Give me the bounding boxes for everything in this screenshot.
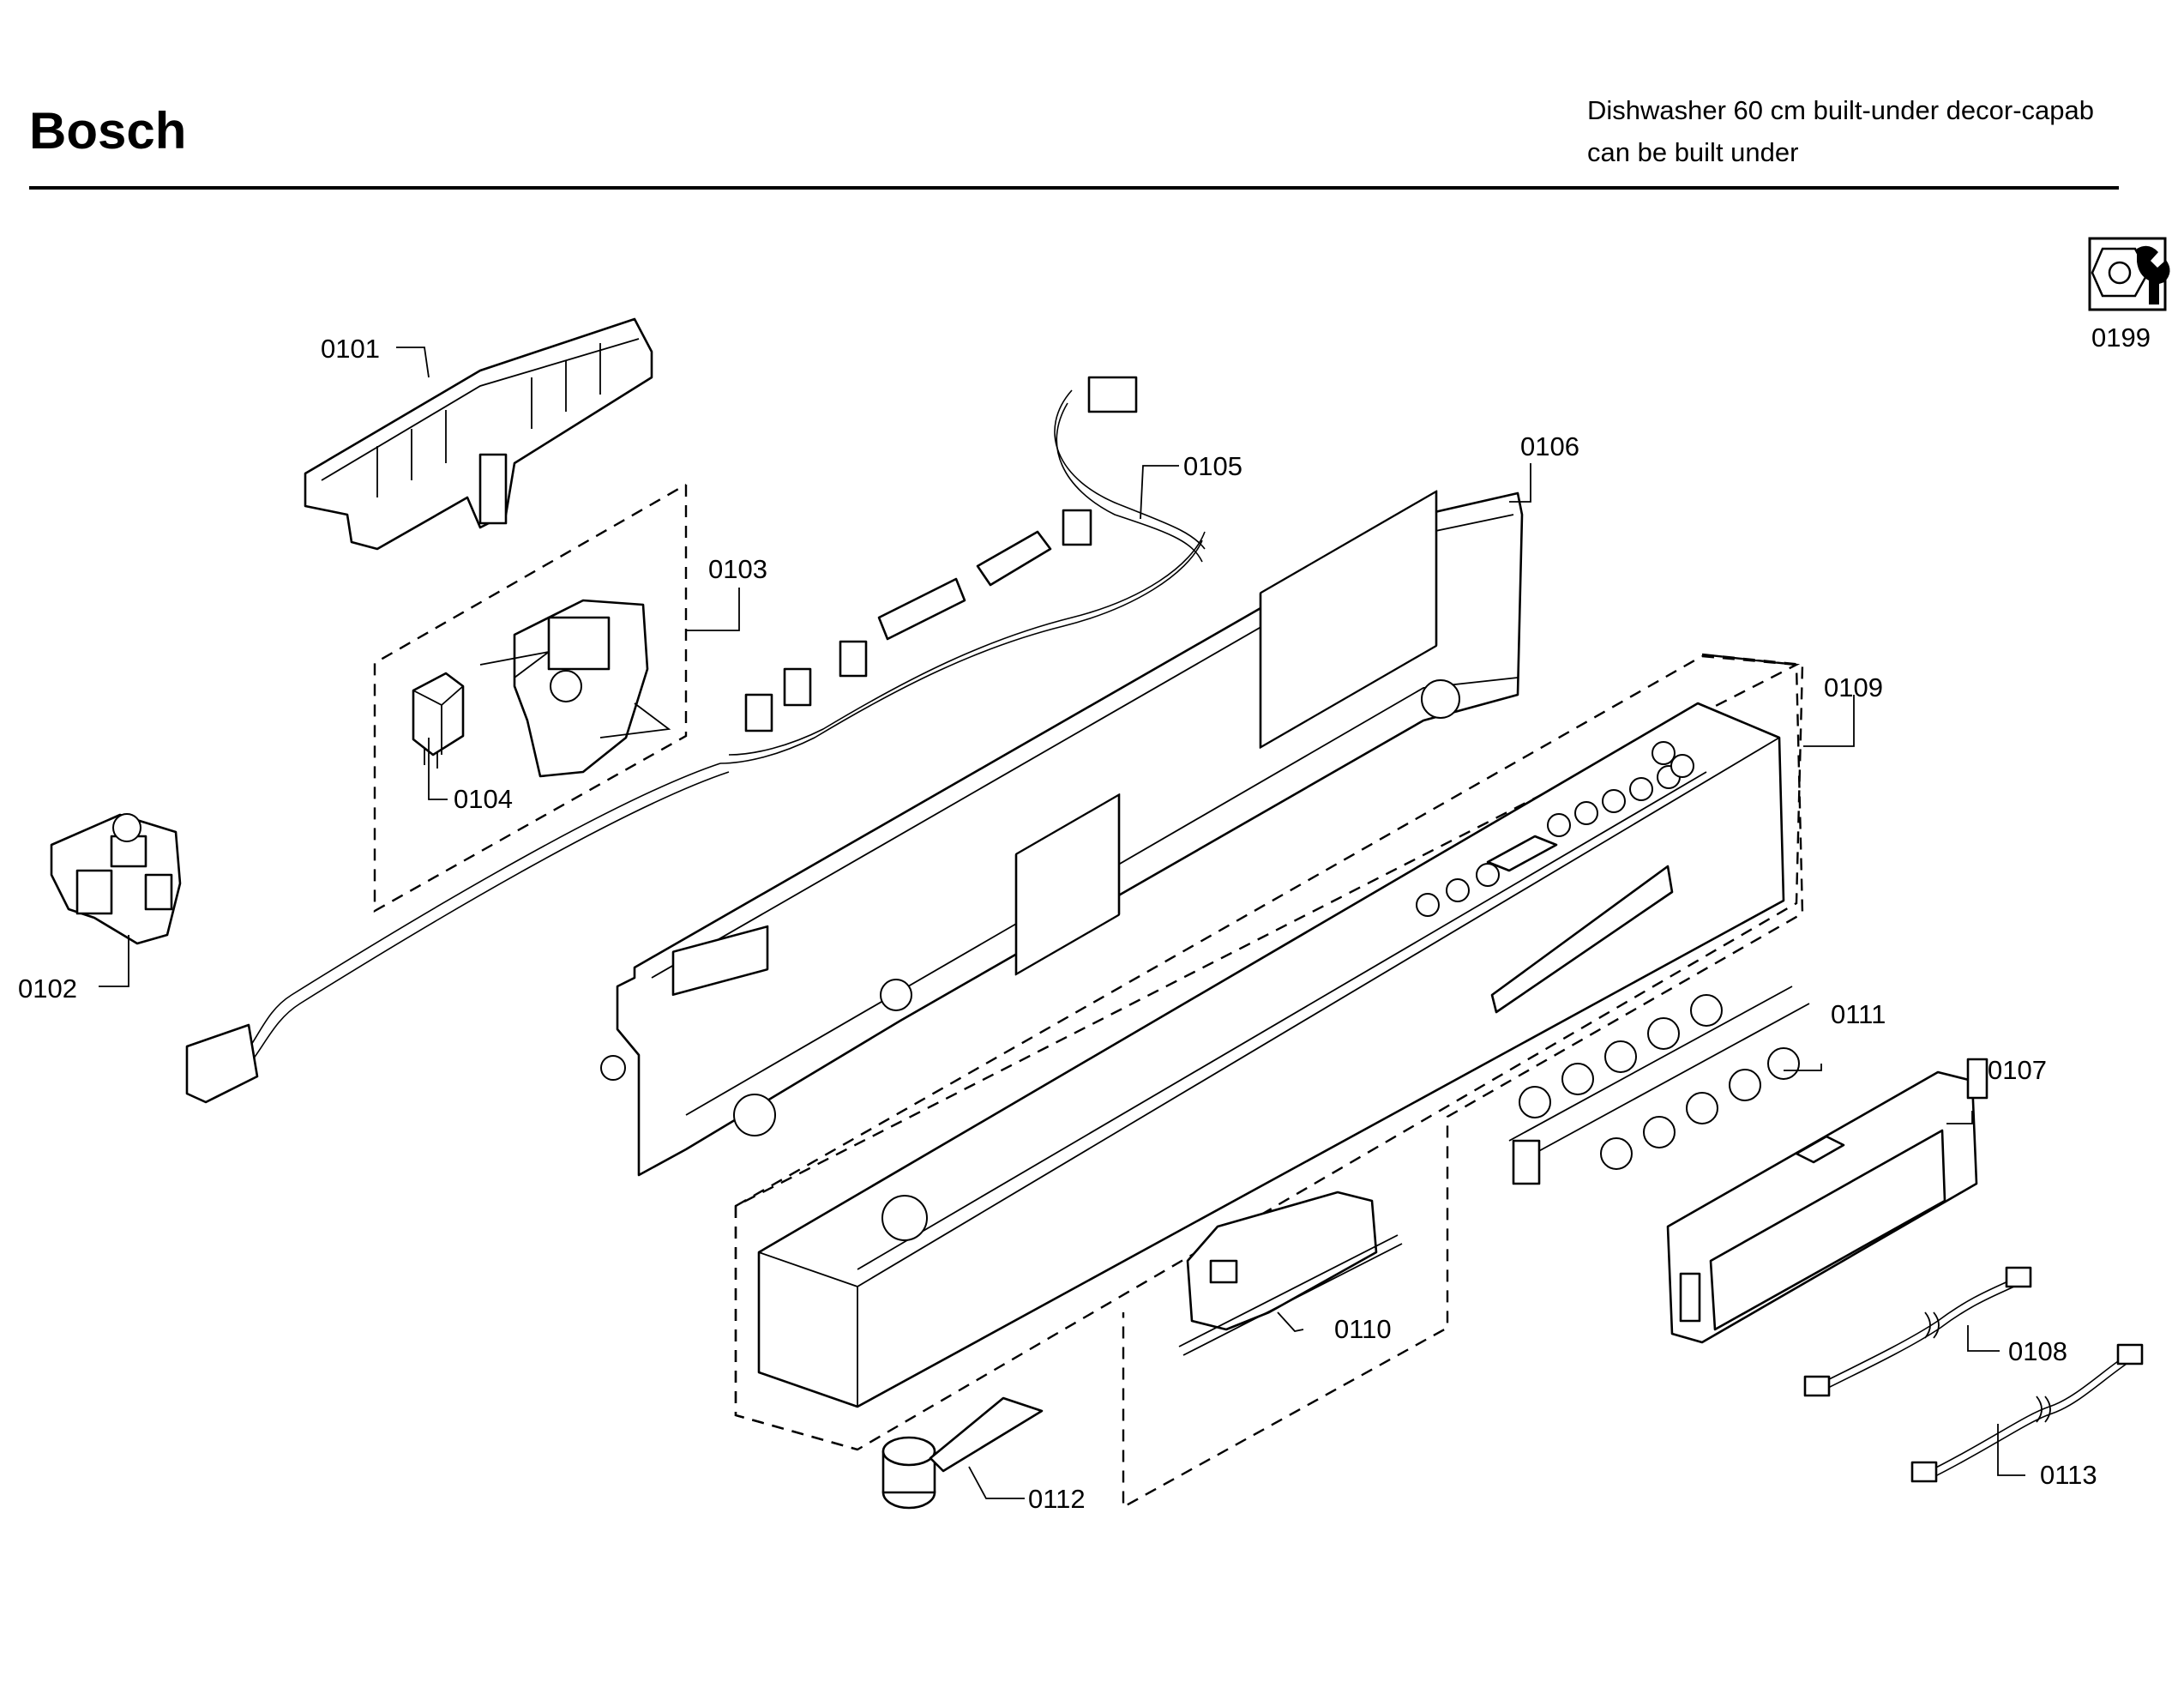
part-0106-frame bbox=[600, 490, 1524, 1177]
panel-button-holes bbox=[1416, 741, 1694, 917]
part-0111-button-set bbox=[1508, 986, 1810, 1185]
part-0108-ribbon-cable bbox=[1803, 1266, 2032, 1397]
part-label-0113: 0113 bbox=[2040, 1460, 2097, 1490]
part-label-0108: 0108 bbox=[2008, 1336, 2067, 1366]
part-label-0103: 0103 bbox=[708, 554, 767, 584]
group-outline-0103 bbox=[373, 483, 688, 913]
brand-title: Bosch bbox=[29, 102, 187, 160]
part-0104-relay bbox=[412, 672, 465, 769]
wrench-nut-icon bbox=[2088, 237, 2170, 311]
part-label-0104: 0104 bbox=[454, 784, 513, 814]
part-0101-control-module bbox=[304, 317, 653, 551]
part-label-0101: 0101 bbox=[321, 334, 380, 364]
part-0102-motor bbox=[50, 813, 182, 945]
part-label-0199: 0199 bbox=[2091, 323, 2151, 353]
part-label-0111: 0111 bbox=[1831, 999, 1886, 1029]
model-subtitle: can be built under bbox=[1587, 137, 1799, 167]
part-label-0105: 0105 bbox=[1183, 451, 1242, 481]
header-rule bbox=[29, 186, 2119, 190]
part-0113-ribbon-cable bbox=[1910, 1343, 2144, 1483]
part-0103-switch-assembly bbox=[479, 599, 671, 778]
leader-lines bbox=[99, 347, 2025, 1499]
part-0112-knob bbox=[881, 1396, 1044, 1510]
part-0107-display-module bbox=[1666, 1058, 1988, 1344]
part-0105-cable-harness bbox=[185, 376, 1206, 1104]
part-label-0109: 0109 bbox=[1824, 672, 1883, 702]
part-label-0107: 0107 bbox=[1988, 1055, 2047, 1085]
part-label-0102: 0102 bbox=[18, 974, 77, 1004]
part-label-0110: 0110 bbox=[1334, 1314, 1392, 1344]
part-0109-panel-cover bbox=[757, 702, 1785, 1408]
part-label-0106: 0106 bbox=[1520, 431, 1579, 461]
part-0110-handle-insert bbox=[1178, 1191, 1403, 1356]
part-label-0112: 0112 bbox=[1028, 1484, 1086, 1514]
model-description: Dishwasher 60 cm built-under decor-capab bbox=[1587, 95, 2095, 125]
